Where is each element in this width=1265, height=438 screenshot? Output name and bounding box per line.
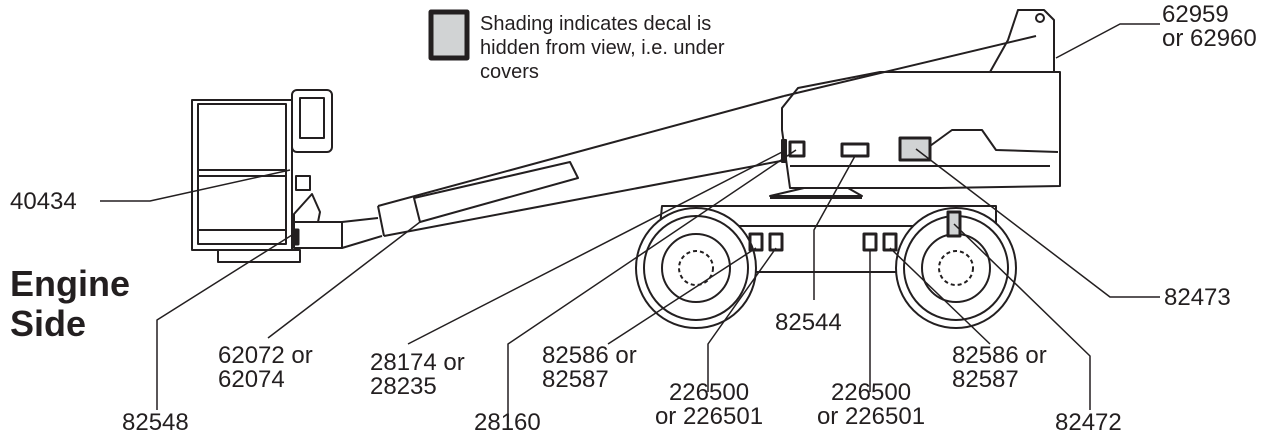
callout-226500-left: 226500 or 226501 xyxy=(654,379,764,430)
leader-28160 xyxy=(507,149,797,422)
decal-82548 xyxy=(291,228,300,246)
decal-82586-right xyxy=(882,232,898,252)
leader-28174 xyxy=(407,149,787,345)
leader-82473 xyxy=(915,148,1160,298)
boom-pivot xyxy=(989,9,1055,73)
turntable xyxy=(781,71,1061,189)
callout-82473: 82473 xyxy=(1164,284,1231,311)
leader-40434 xyxy=(100,169,291,202)
callout-82586-left: 82586 or 82587 xyxy=(542,342,637,393)
callout-82544: 82544 xyxy=(775,309,842,336)
swing-bearing xyxy=(769,187,863,199)
leader-62072 xyxy=(267,221,421,339)
leader-82548 xyxy=(156,234,293,410)
decal-226500-left xyxy=(768,232,784,252)
callout-82548: 82548 xyxy=(122,409,189,436)
leader-82472 xyxy=(953,223,1091,410)
side-title: Engine Side xyxy=(10,263,131,344)
callout-62959: 62959 or 62960 xyxy=(1162,1,1257,52)
callout-82472: 82472 xyxy=(1055,409,1122,436)
leader-lines xyxy=(100,23,1160,422)
leader-82544 xyxy=(813,155,856,300)
callout-82586-right: 82586 or 82587 xyxy=(952,342,1047,393)
decal-28160 xyxy=(788,140,806,158)
callout-62072: 62072 or 62074 xyxy=(218,342,313,393)
legend-swatch xyxy=(428,9,470,61)
leader-62959 xyxy=(1055,23,1160,59)
platform-rotator xyxy=(293,175,383,249)
leader-82586-right xyxy=(889,247,991,345)
decal-226500-right xyxy=(862,232,878,252)
callout-226500-right: 226500 or 226501 xyxy=(816,379,926,430)
leader-82586-left xyxy=(607,247,757,345)
callout-28160: 28160 xyxy=(474,409,541,436)
leader-226500-left xyxy=(707,247,777,392)
boom xyxy=(377,35,1037,237)
control-box xyxy=(291,89,333,153)
platform-basket xyxy=(191,99,301,263)
decal-82586-left xyxy=(748,232,764,252)
callout-28174: 28174 or 28235 xyxy=(370,349,465,400)
legend-text: Shading indicates decal is hidden from v… xyxy=(480,13,725,83)
decal-82544 xyxy=(840,142,870,158)
wheel-left xyxy=(635,207,757,329)
callout-40434: 40434 xyxy=(10,188,77,215)
